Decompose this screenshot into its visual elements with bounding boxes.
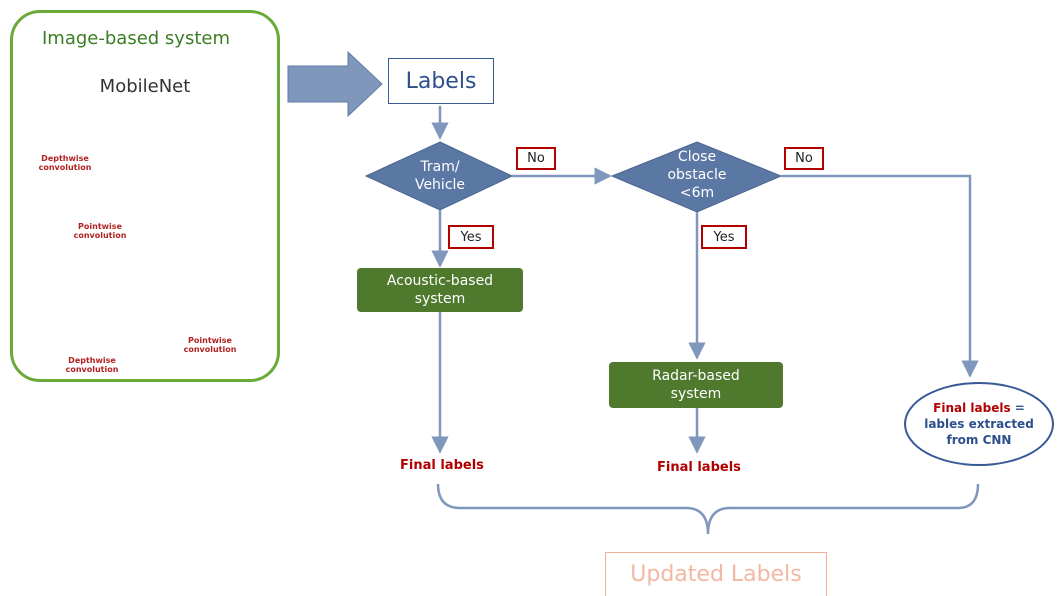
acoustic-system-box: Acoustic-based system — [357, 268, 523, 312]
final-cnn-bold: Final labels — [933, 401, 1011, 415]
decision-1-line1: Tram/ — [420, 159, 460, 175]
final-cnn-eq: = — [1010, 401, 1025, 415]
decision-2-line3: <6m — [679, 185, 715, 201]
decision-2-line1: Close — [677, 149, 717, 165]
arrow-d2-no-path — [781, 174, 979, 378]
radar-system-box: Radar-based system — [609, 362, 783, 408]
image-system-title: Image-based system — [42, 28, 230, 49]
radar-line1: Radar-based — [652, 368, 740, 384]
decision-1-text: Tram/ Vehicle — [396, 158, 484, 194]
image-system-panel — [10, 10, 280, 382]
decision-1-line2: Vehicle — [414, 177, 466, 193]
final-cnn-line2: lables extracted — [924, 417, 1034, 431]
yes-tag-1: Yes — [448, 225, 494, 249]
final-cnn-line3: from CNN — [946, 433, 1012, 447]
updated-labels-box: Updated Labels — [605, 552, 827, 596]
acoustic-line1: Acoustic-based — [386, 273, 494, 289]
pointwise-bottom-label: Pointwise convolution — [183, 336, 237, 354]
no-tag-1: No — [516, 147, 556, 170]
decision-2-text: Close obstacle <6m — [652, 148, 742, 202]
radar-line2: system — [670, 386, 722, 402]
depthwise-bottom-label: Depthwise convolution — [65, 356, 119, 374]
mobilenet-title: MobileNet — [99, 76, 191, 97]
bottom-brace — [436, 483, 980, 535]
final-cnn-ellipse: Final labels = lables extracted from CNN — [904, 382, 1054, 466]
final-labels-1: Final labels — [400, 458, 484, 473]
final-cnn-line1: Final labels = — [933, 400, 1025, 416]
depthwise-label: Depthwise convolution — [38, 154, 92, 172]
block-arrow — [287, 50, 383, 118]
acoustic-line2: system — [414, 291, 466, 307]
yes-tag-2: Yes — [701, 225, 747, 249]
final-labels-2: Final labels — [657, 460, 741, 475]
labels-box: Labels — [388, 58, 494, 104]
no-tag-2: No — [784, 147, 824, 170]
pointwise-label: Pointwise convolution — [73, 222, 127, 240]
decision-2-line2: obstacle — [667, 167, 727, 183]
